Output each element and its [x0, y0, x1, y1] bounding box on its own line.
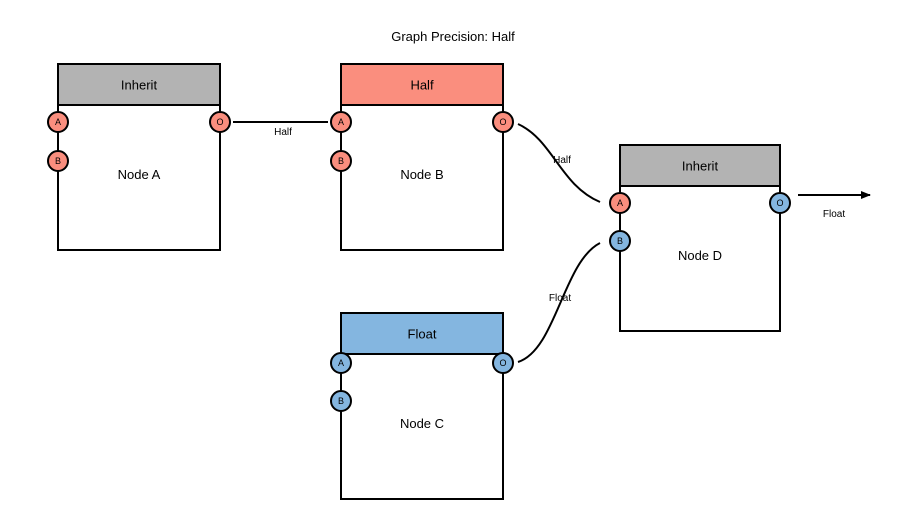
node-header[interactable] [57, 63, 221, 106]
port-label: B [617, 236, 623, 246]
port-label: A [55, 117, 61, 127]
port-circle[interactable] [609, 230, 631, 252]
edge-label: Half [274, 127, 292, 138]
port-circle[interactable] [609, 192, 631, 214]
port-label: O [499, 358, 506, 368]
edge-label: Float [823, 209, 845, 220]
edge-path[interactable] [517, 123, 601, 203]
edge-label: Half [553, 155, 571, 166]
node-header-label: Half [410, 78, 434, 93]
node-header-label: Inherit [121, 78, 158, 93]
port-label: B [55, 156, 61, 166]
port-label: A [338, 117, 344, 127]
edge-label: Float [549, 293, 571, 304]
node-header-label: Inherit [682, 159, 719, 174]
port-label: O [216, 117, 223, 127]
port-label: A [617, 198, 623, 208]
port-circle[interactable] [769, 192, 791, 214]
port-input-b[interactable]: B [330, 390, 352, 412]
edge-c-to-d[interactable]: Float [517, 242, 601, 363]
node-header-label: Float [408, 327, 437, 342]
port-label: A [338, 358, 344, 368]
node-body-label: Node C [400, 416, 444, 431]
node-body-label: Node D [678, 248, 722, 263]
port-input-a[interactable]: A [47, 111, 69, 133]
node-header[interactable] [619, 144, 781, 187]
port-circle[interactable] [492, 352, 514, 374]
node-body-label: Node A [118, 167, 161, 182]
port-circle[interactable] [330, 111, 352, 133]
port-circle[interactable] [330, 390, 352, 412]
port-circle[interactable] [209, 111, 231, 133]
edge-a-to-b[interactable]: Half [233, 121, 328, 138]
node-header[interactable] [340, 312, 504, 355]
node-header[interactable] [340, 63, 504, 106]
port-output-o[interactable]: O [769, 192, 791, 214]
port-output-o[interactable]: O [492, 111, 514, 133]
port-circle[interactable] [330, 352, 352, 374]
port-label: O [776, 198, 783, 208]
port-input-a[interactable]: A [609, 192, 631, 214]
port-input-b[interactable]: B [609, 230, 631, 252]
port-output-o[interactable]: O [492, 352, 514, 374]
port-output-o[interactable]: O [209, 111, 231, 133]
port-label: B [338, 156, 344, 166]
port-input-b[interactable]: B [47, 150, 69, 172]
port-circle[interactable] [47, 150, 69, 172]
edge-path[interactable] [517, 242, 601, 363]
port-label: B [338, 396, 344, 406]
port-input-a[interactable]: A [330, 111, 352, 133]
page-title: Graph Precision: Half [391, 29, 515, 44]
port-input-a[interactable]: A [330, 352, 352, 374]
edge-b-to-d[interactable]: Half [517, 123, 601, 203]
edge-d-output[interactable]: Float [798, 191, 871, 220]
port-input-b[interactable]: B [330, 150, 352, 172]
port-circle[interactable] [330, 150, 352, 172]
port-circle[interactable] [47, 111, 69, 133]
port-label: O [499, 117, 506, 127]
port-circle[interactable] [492, 111, 514, 133]
node-body-label: Node B [400, 167, 443, 182]
